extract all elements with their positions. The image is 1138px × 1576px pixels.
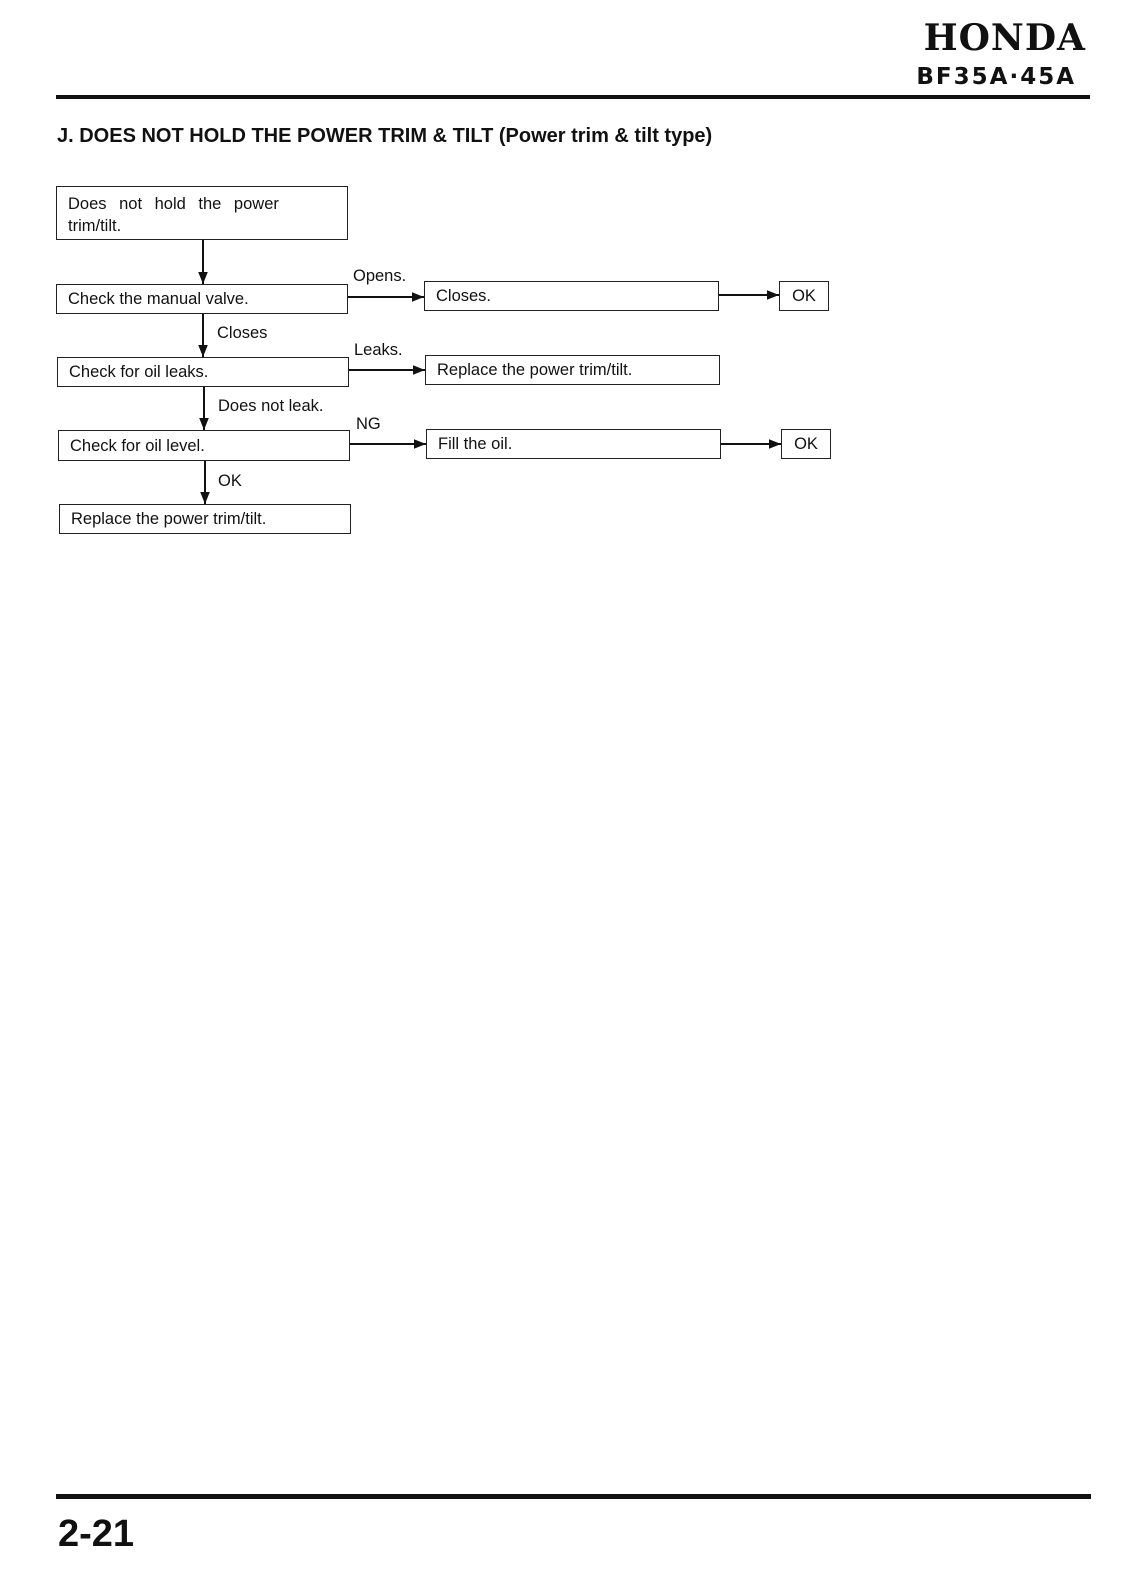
box-check-oil-leaks: Check for oil leaks. — [57, 357, 349, 387]
section-title: J. DOES NOT HOLD THE POWER TRIM & TILT (… — [57, 125, 713, 147]
box-ok-1: OK — [779, 281, 829, 311]
box-closes: Closes. — [424, 281, 719, 311]
model-number: BF35A·45A — [916, 64, 1076, 90]
box-ok-2: OK — [781, 429, 831, 459]
label-closes: Closes — [217, 324, 268, 342]
page-number: 2-21 — [58, 1513, 135, 1555]
box-replace-trim-tilt-2: Replace the power trim/tilt. — [59, 504, 351, 534]
box-check-manual-valve: Check the manual valve. — [56, 284, 348, 314]
box-start: Does not hold the power trim/tilt. — [56, 186, 348, 240]
footer-rule — [56, 1494, 1091, 1499]
label-leaks: Leaks. — [354, 341, 403, 359]
label-opens: Opens. — [353, 267, 407, 285]
box-replace-trim-tilt-1: Replace the power trim/tilt. — [425, 355, 720, 385]
box-fill-oil: Fill the oil. — [426, 429, 721, 459]
label-ok: OK — [218, 472, 242, 490]
label-ng: NG — [356, 415, 381, 433]
label-does-not-leak: Does not leak. — [218, 397, 324, 415]
header-rule — [56, 95, 1090, 99]
box-check-oil-level: Check for oil level. — [58, 430, 350, 461]
honda-logo: HONDA — [923, 17, 1086, 59]
